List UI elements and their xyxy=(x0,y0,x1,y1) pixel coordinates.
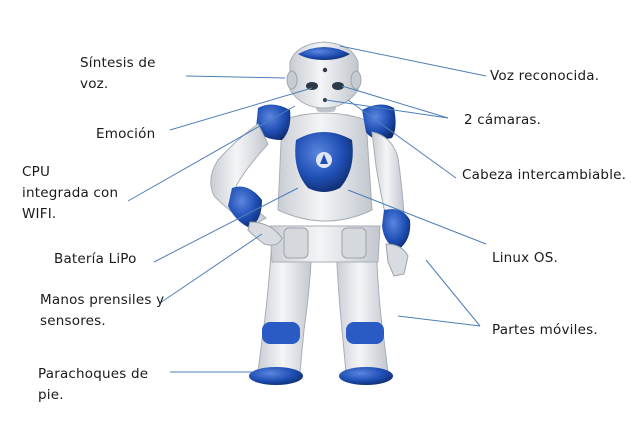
label-moving-parts: Partes móviles. xyxy=(492,322,598,338)
leader-hands xyxy=(159,233,263,304)
leader-cpu-wifi xyxy=(127,105,296,202)
leader-emotion xyxy=(169,87,313,131)
leader-voice-recognition xyxy=(339,45,487,77)
label-cpu-wifi: CPU integrada con WIFI. xyxy=(22,164,119,222)
robot-head xyxy=(286,41,362,109)
label-linux: Linux OS. xyxy=(492,250,558,266)
robot-left-eye xyxy=(306,82,318,90)
label-speech-synthesis: Síntesis de voz. xyxy=(80,55,156,92)
robot-camera-mouth xyxy=(323,98,327,102)
label-head: Cabeza intercambiable. xyxy=(462,167,627,183)
robot-left-foot xyxy=(249,367,303,385)
robot-head-top xyxy=(298,47,350,60)
nao-robot-illustration xyxy=(210,41,411,385)
leader-linux xyxy=(347,189,487,245)
leader-cameras-1 xyxy=(341,85,449,119)
leader-speech-synthesis xyxy=(185,75,286,79)
label-hands: Manos prensiles y sensores. xyxy=(40,292,165,329)
label-voice-recognition: Voz reconocida. xyxy=(490,68,600,84)
leader-head xyxy=(347,99,457,179)
robot-left-hand xyxy=(247,221,283,246)
leader-moving-parts-2 xyxy=(397,315,481,327)
leader-lines xyxy=(127,45,487,373)
leader-moving-parts-1 xyxy=(425,259,481,327)
leader-cameras-2 xyxy=(325,99,449,119)
robot-right-leg xyxy=(335,239,393,385)
robot-left-leg xyxy=(249,239,313,385)
robot-right-eye xyxy=(332,82,344,90)
robot-camera-top xyxy=(322,67,328,73)
label-emotion: Emoción xyxy=(96,126,156,142)
label-cameras: 2 cámaras. xyxy=(464,112,542,128)
leader-battery xyxy=(153,187,299,263)
robot-right-arm xyxy=(371,131,405,219)
robot-right-foot xyxy=(339,367,393,385)
robot-right-hand xyxy=(385,243,409,277)
label-bumpers: Parachoques de pie. xyxy=(38,366,149,403)
label-battery: Batería LiPo xyxy=(54,251,137,267)
